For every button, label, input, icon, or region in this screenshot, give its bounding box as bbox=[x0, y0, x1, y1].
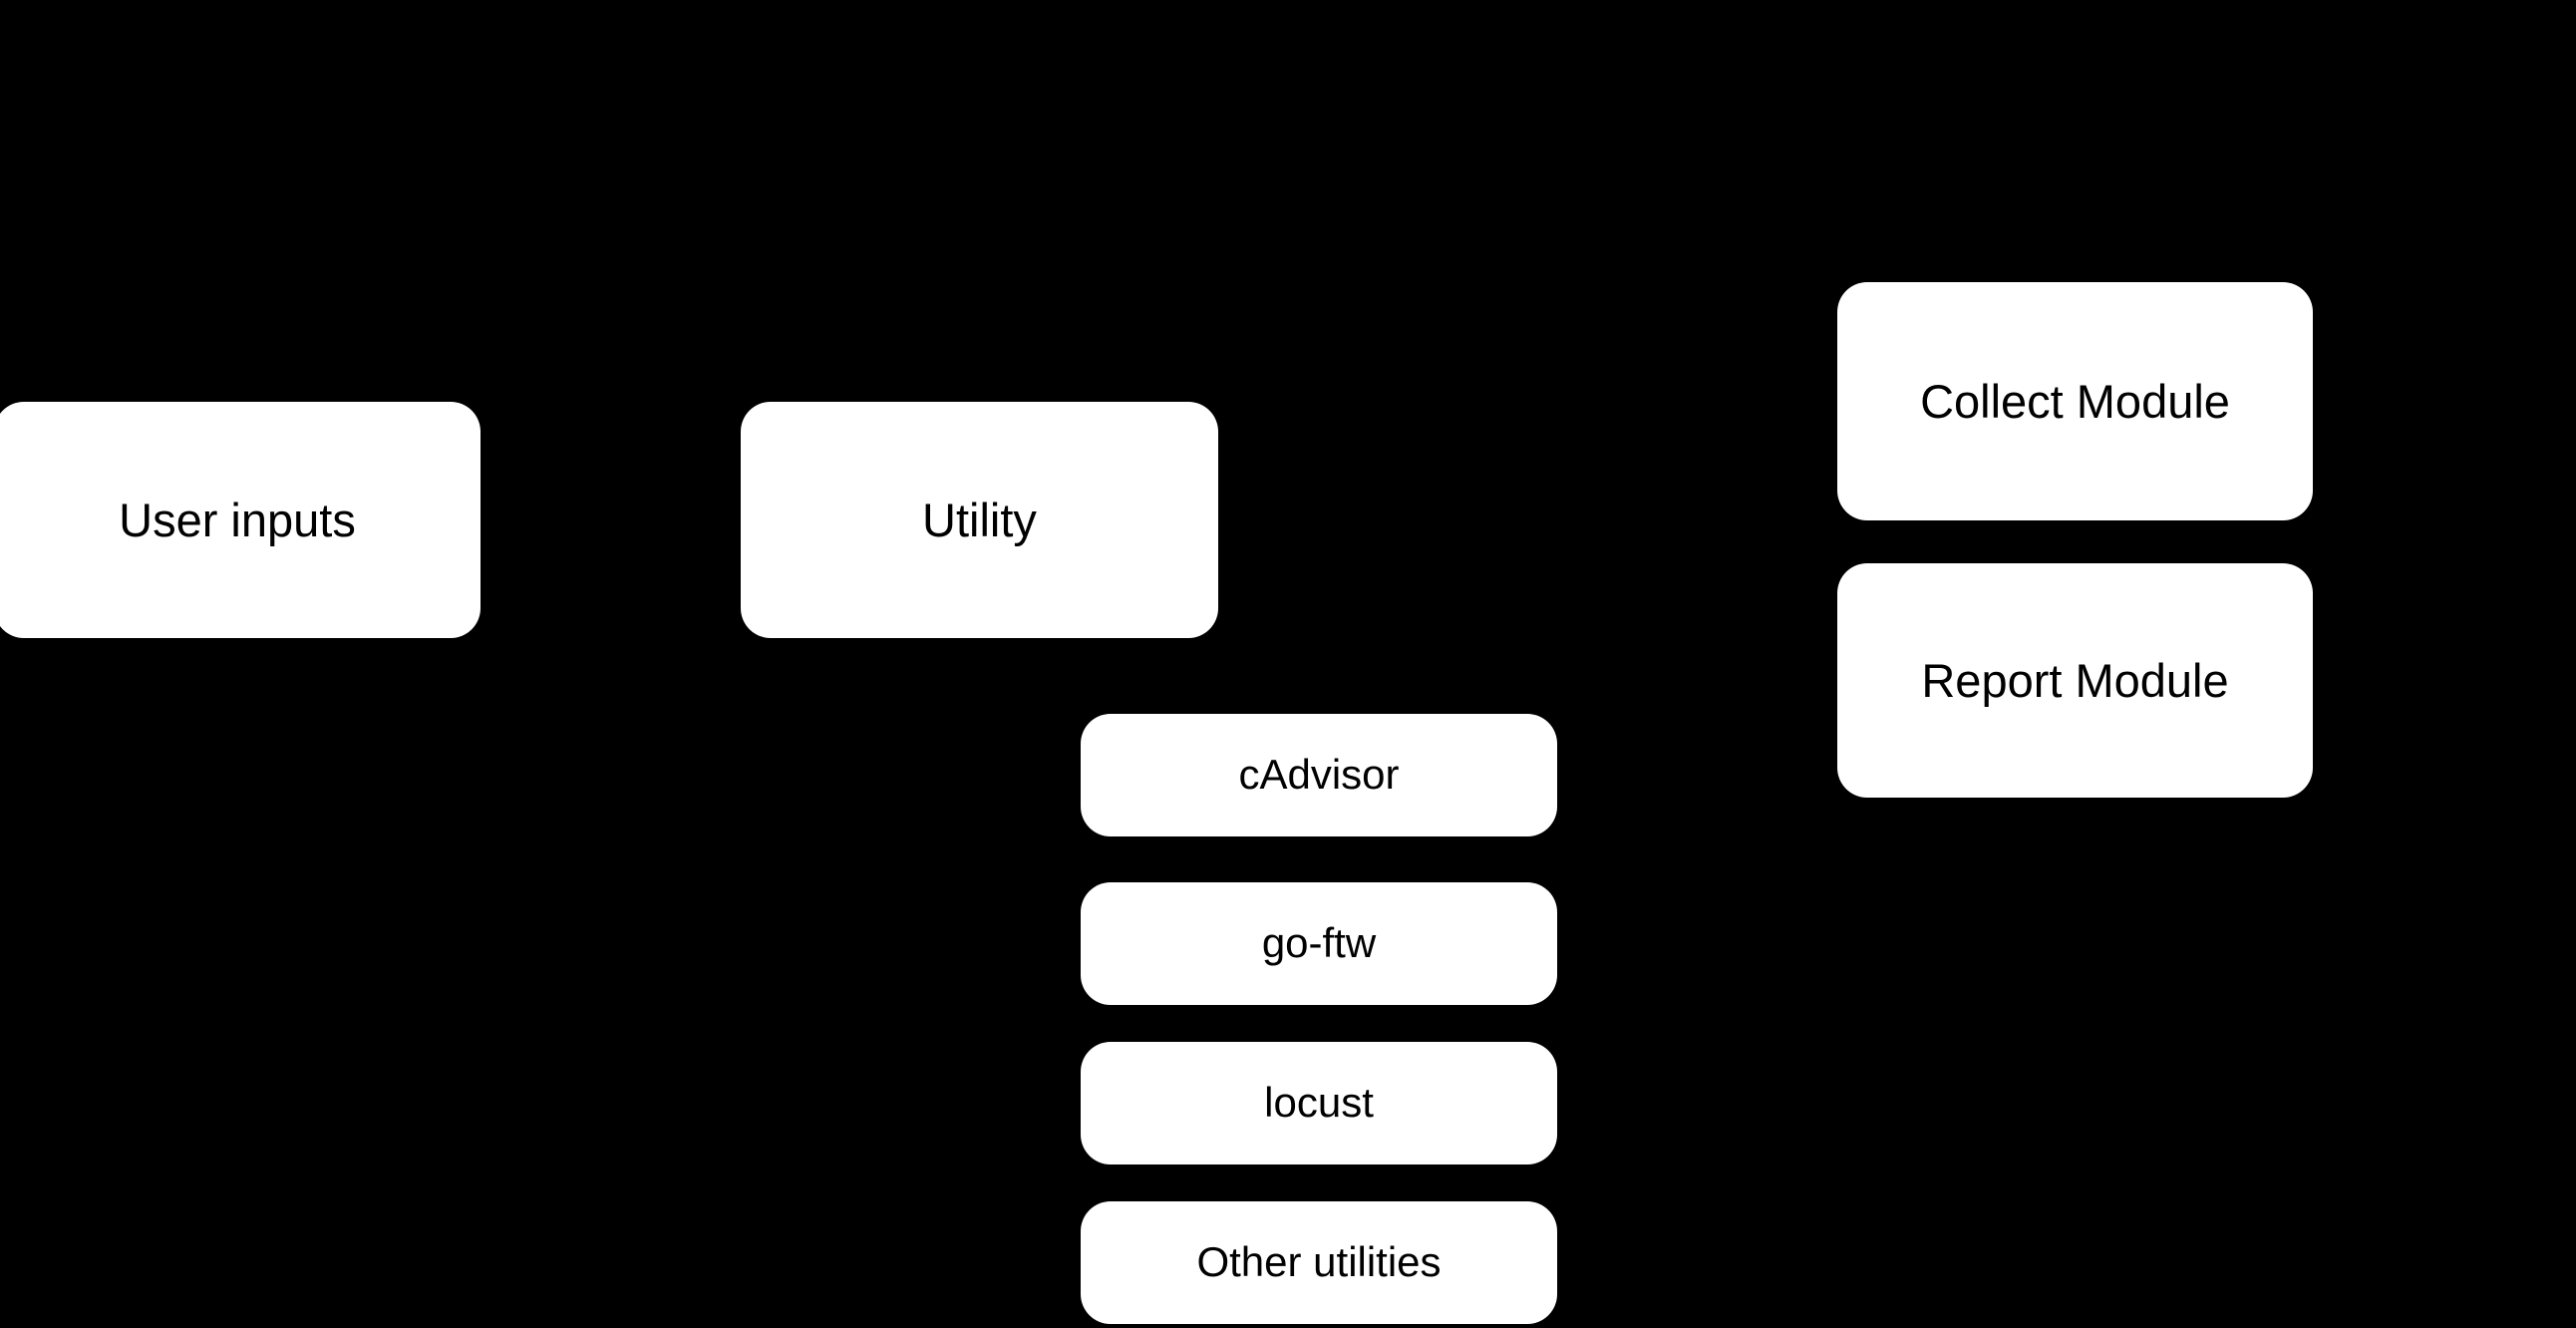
node-user-inputs-label: User inputs bbox=[119, 493, 356, 546]
node-go-ftw-label: go-ftw bbox=[1261, 919, 1377, 967]
node-utility-label: Utility bbox=[922, 493, 1037, 546]
node-utility[interactable]: Utility bbox=[741, 402, 1218, 638]
node-user-inputs[interactable]: User inputs bbox=[0, 402, 481, 638]
node-locust-label: locust bbox=[1264, 1079, 1374, 1127]
node-collect-module-label: Collect Module bbox=[1920, 374, 2230, 428]
node-go-ftw[interactable]: go-ftw bbox=[1081, 882, 1557, 1005]
node-locust[interactable]: locust bbox=[1081, 1042, 1557, 1164]
node-report-module-label: Report Module bbox=[1921, 653, 2229, 707]
node-cadvisor-label: cAdvisor bbox=[1238, 751, 1400, 799]
node-collect-module[interactable]: Collect Module bbox=[1837, 282, 2313, 520]
node-other-utilities[interactable]: Other utilities bbox=[1081, 1201, 1557, 1324]
node-report-module[interactable]: Report Module bbox=[1837, 563, 2313, 798]
node-cadvisor[interactable]: cAdvisor bbox=[1081, 714, 1557, 836]
node-other-utilities-label: Other utilities bbox=[1196, 1238, 1442, 1286]
